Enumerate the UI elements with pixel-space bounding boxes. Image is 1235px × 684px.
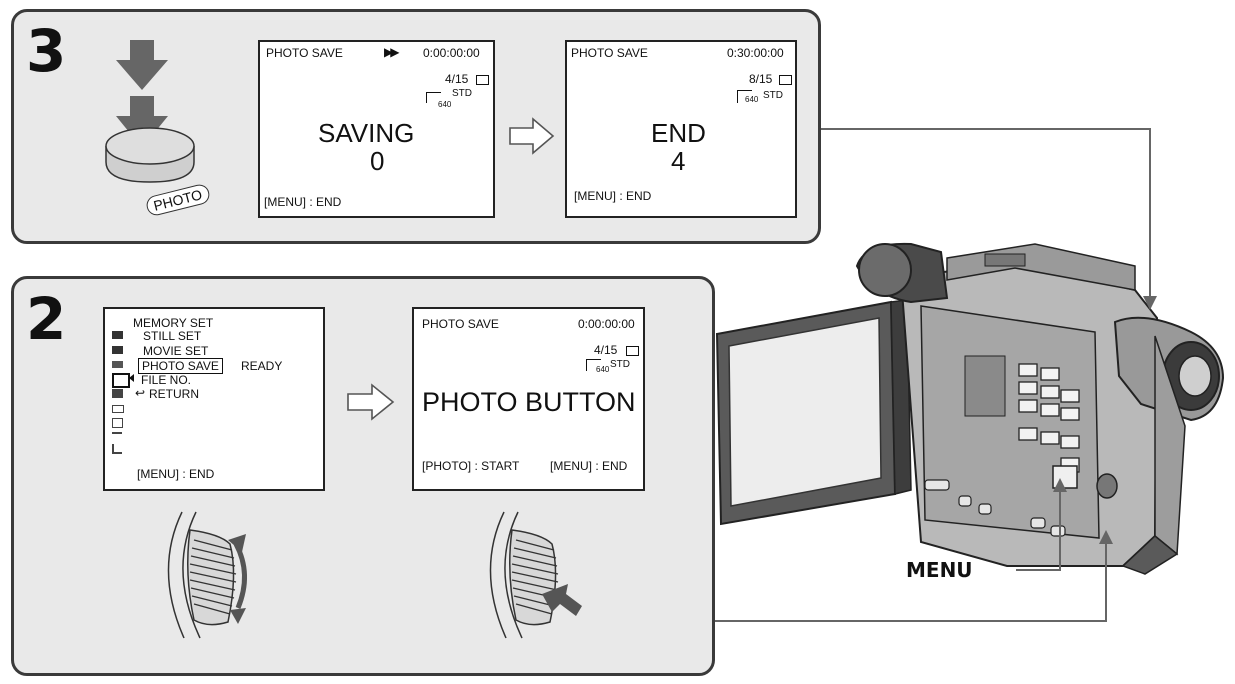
return-icon: ↩ <box>135 386 146 400</box>
memory-card-icon <box>476 75 489 85</box>
image-counter: 4/15 <box>594 343 618 357</box>
footer-start: [PHOTO] : START <box>422 459 520 473</box>
control-dial-press-icon <box>489 511 582 639</box>
etc-icon <box>112 418 123 428</box>
lcd-set-icon <box>112 361 123 368</box>
menu-item-file-no: FILE NO. <box>141 373 192 387</box>
next-arrow-icon <box>509 117 555 155</box>
image-size-icon <box>737 90 752 103</box>
footer-end: [MENU] : END <box>550 459 628 473</box>
return-icon <box>112 444 122 454</box>
memory-card-icon <box>626 346 639 356</box>
image-counter: 4/15 <box>445 72 469 86</box>
camera-set-icon <box>112 331 123 339</box>
camera-set-icon <box>112 346 123 354</box>
step-3-number: 3 <box>26 17 67 85</box>
screen-title: PHOTO SAVE <box>266 46 343 60</box>
step-2-number: 2 <box>26 285 67 353</box>
status-text: SAVING <box>318 118 415 148</box>
memory-card-icon <box>779 75 792 85</box>
etc-icon <box>112 432 122 439</box>
image-size: 640 <box>745 95 759 104</box>
screen-title: PHOTO SAVE <box>422 317 499 331</box>
timecode: 0:00:00:00 <box>578 317 635 331</box>
screen-footer: [MENU] : END <box>264 195 342 209</box>
next-arrow-icon <box>347 383 395 421</box>
control-dial-turn-icon <box>167 511 248 639</box>
image-size-icon <box>426 92 441 103</box>
press-arrows-icon <box>116 40 168 148</box>
screen-saving: PHOTO SAVE ▶▶ 0:00:00:00 4/15 640 STD SA… <box>258 40 495 218</box>
screen-title: PHOTO SAVE <box>571 46 648 60</box>
saved-count: 4 <box>671 146 686 176</box>
selection-pointer-icon <box>129 374 134 382</box>
tape-set-icon <box>112 389 123 398</box>
photo-save-status: READY <box>241 359 283 373</box>
menu-item-return: RETURN <box>149 387 199 401</box>
screen-photo-button: PHOTO SAVE 0:00:00:00 4/15 640 STD PHOTO… <box>412 307 645 491</box>
photo-button-icon <box>105 127 195 183</box>
camcorder-illustration <box>715 242 1225 575</box>
image-size: 640 <box>596 365 610 374</box>
screen-memory-set-menu: MEMORY SET STILL SET MOVIE SET PHOTO SAV… <box>103 307 325 491</box>
image-quality: STD <box>763 90 783 101</box>
menu-button-label: MENU <box>906 558 973 582</box>
screen-footer: [MENU] : END <box>137 467 215 481</box>
fast-forward-icon: ▶▶ <box>384 45 400 59</box>
status-text: END <box>651 118 706 148</box>
saved-count: 0 <box>370 146 385 176</box>
menu-title: MEMORY SET <box>133 316 214 330</box>
screen-footer: [MENU] : END <box>574 189 652 203</box>
status-text: PHOTO BUTTON <box>422 387 636 417</box>
image-size-icon <box>586 359 601 371</box>
menu-item-still-set: STILL SET <box>143 329 202 343</box>
timecode: 0:30:00:00 <box>727 46 784 60</box>
menu-item-photo-save: PHOTO SAVE <box>138 358 223 374</box>
timecode: 0:00:00:00 <box>423 46 480 60</box>
screen-end: PHOTO SAVE 0:30:00:00 8/15 640 STD END 4… <box>565 40 797 218</box>
setup-menu-icon <box>112 405 124 413</box>
image-quality: STD <box>452 88 472 99</box>
image-size: 640 <box>438 100 452 109</box>
image-quality: STD <box>610 359 630 370</box>
image-counter: 8/15 <box>749 72 773 86</box>
menu-item-movie-set: MOVIE SET <box>143 344 209 358</box>
